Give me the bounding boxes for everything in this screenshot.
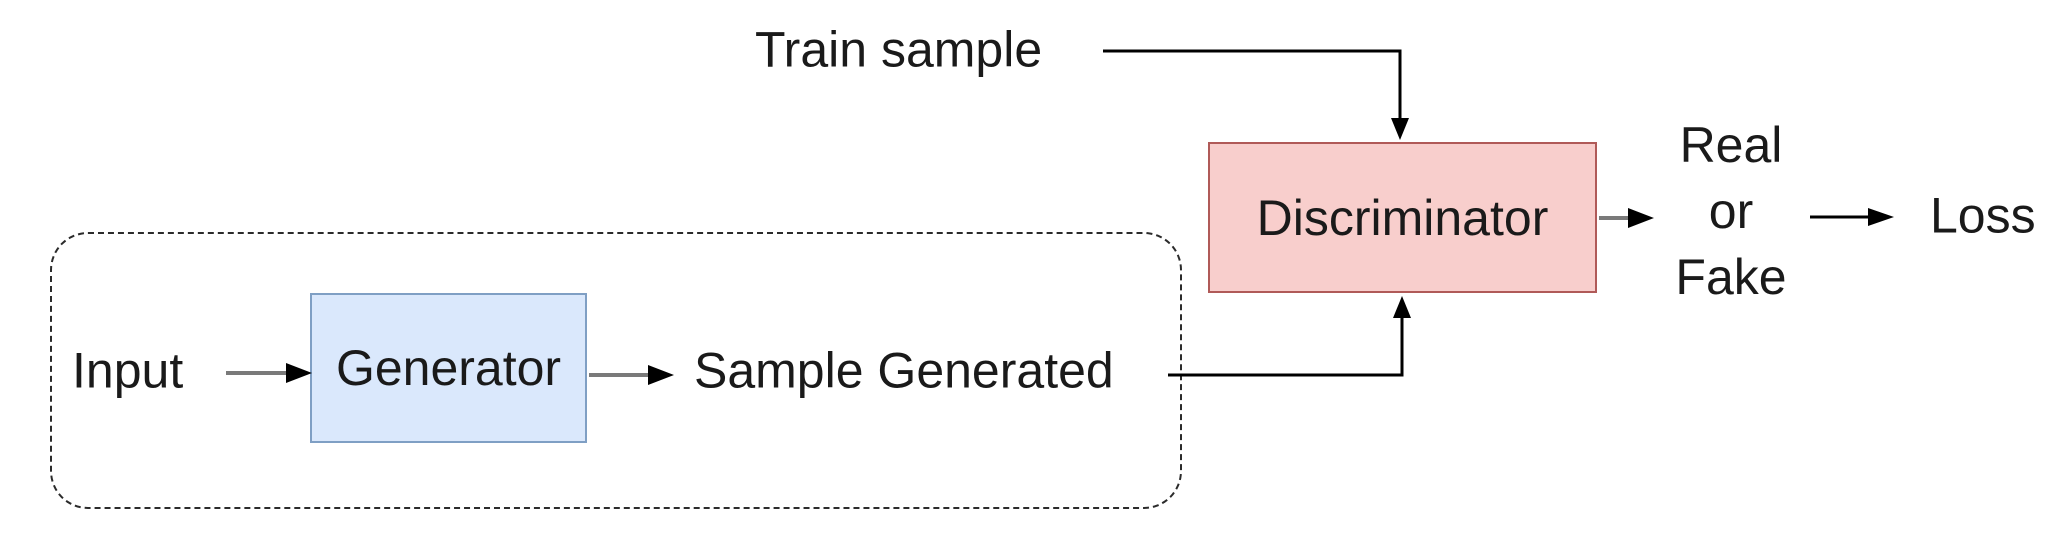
- loss-label: Loss: [1930, 187, 2036, 244]
- real-or-fake-line-1: Real: [1679, 117, 1783, 173]
- discriminator-label: Discriminator: [1256, 189, 1549, 246]
- generator-label: Generator: [335, 340, 562, 396]
- real-or-fake-line-3: Fake: [1675, 249, 1787, 305]
- real-or-fake-label: Real or Fake: [1631, 112, 1831, 310]
- discriminator-node: Discriminator: [1208, 142, 1597, 293]
- generator-node: Generator: [310, 293, 587, 443]
- generator-group-outline: [50, 232, 1182, 509]
- sample-to-discriminator-connector: [1168, 296, 1411, 377]
- train-sample-label: Train sample: [755, 21, 1043, 78]
- train-sample-connector: [1103, 49, 1409, 140]
- input-label: Input: [72, 342, 184, 399]
- sample-generated-label: Sample Generated: [694, 342, 1114, 399]
- real-or-fake-line-2: or: [1708, 183, 1754, 239]
